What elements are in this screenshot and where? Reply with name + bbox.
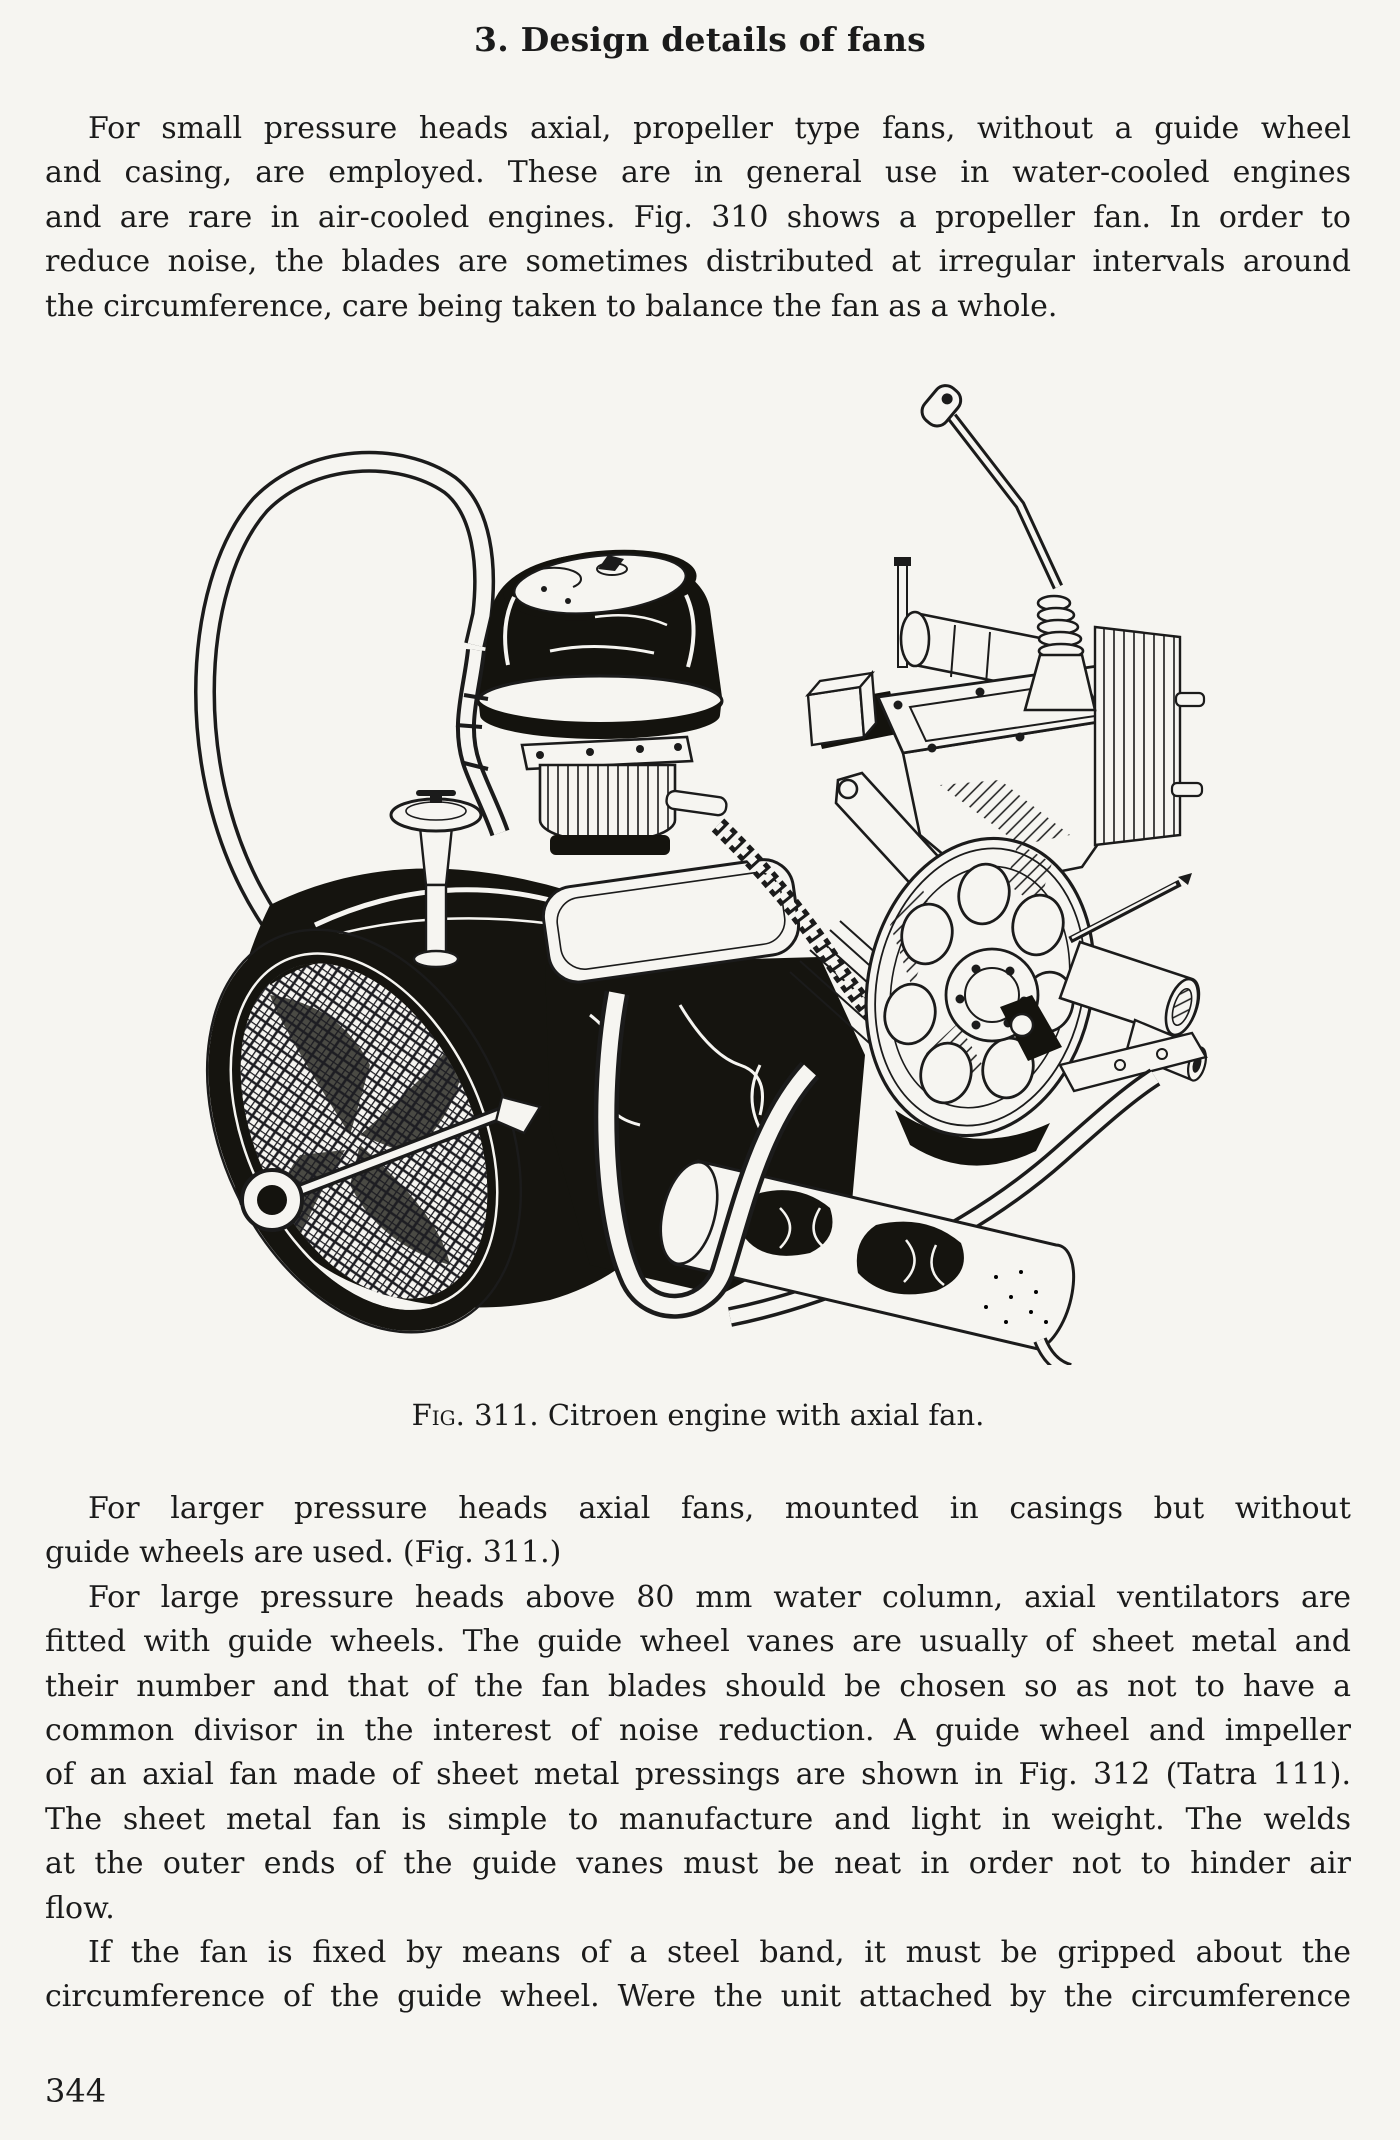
intake-downpipe xyxy=(455,648,510,837)
paragraph-1: For small pressure heads axial, propelle… xyxy=(45,107,1351,329)
text-line: For large pressure heads above 80 mm wat… xyxy=(88,1579,1351,1615)
text-line: fitted with guide wheels. The guide whee… xyxy=(45,1624,1351,1660)
timing-chain xyxy=(711,818,905,1050)
paragraph-3: For large pressure heads above 80 mm wat… xyxy=(45,1576,1351,1931)
text-line: of an axial fan made of sheet metal pres… xyxy=(45,1757,1351,1793)
gear-lever xyxy=(920,384,1097,712)
text-line: guide wheels are used. (Fig. 311.) xyxy=(45,1535,562,1571)
figure-label: Fig. xyxy=(411,1398,465,1432)
page-number: 344 xyxy=(45,2072,107,2110)
flywheel xyxy=(864,836,1096,1166)
text-line: common divisor in the interest of noise … xyxy=(45,1713,1351,1749)
text-line: the circumference, care being taken to b… xyxy=(45,288,1058,324)
carburetor xyxy=(520,735,728,855)
exhaust-u-pipe xyxy=(593,990,820,1319)
muffler xyxy=(659,1159,1076,1365)
figure-illustration xyxy=(194,384,1208,1365)
text-line: For larger pressure heads axial fans, mo… xyxy=(88,1491,1351,1526)
text-line: flow. xyxy=(45,1890,115,1926)
text-line: their number and that of the fan blades … xyxy=(45,1668,1351,1704)
text-line: If the fan is fixed by means of a steel … xyxy=(88,1935,1351,1971)
figure-caption-text: 311. Citroen engine with axial fan. xyxy=(474,1398,985,1432)
oil-filler-funnel xyxy=(389,790,483,969)
text-line: and casing, are employed. These are in g… xyxy=(45,155,1351,191)
output-shaft xyxy=(1058,873,1208,1093)
text-line: reduce noise, the blades are sometimes d… xyxy=(45,244,1351,280)
figure-caption: Fig. 311. Citroen engine with axial fan. xyxy=(45,1398,1351,1432)
text-line: The sheet metal fan is simple to manufac… xyxy=(45,1801,1351,1837)
text-line: For small pressure heads axial, propelle… xyxy=(88,111,1351,146)
ignition-coil xyxy=(804,670,902,749)
section-heading: 3. Design details of fans xyxy=(474,20,926,59)
text-line: at the outer ends of the guide vanes mus… xyxy=(45,1846,1351,1882)
paragraph-2: For larger pressure heads axial fans, mo… xyxy=(45,1487,1351,1576)
air-cleaner xyxy=(476,549,724,739)
intake-hose-loop xyxy=(194,450,496,927)
text-line: circumference of the guide wheel. Were t… xyxy=(45,1979,1351,2015)
dipstick-rod xyxy=(894,557,911,668)
paragraph-4: If the fan is fixed by means of a steel … xyxy=(45,1931,1351,2020)
text-line: and are rare in air-cooled engines. Fig.… xyxy=(45,199,1351,235)
paragraphs-2-3-4: For larger pressure heads axial fans, mo… xyxy=(45,1487,1351,2020)
